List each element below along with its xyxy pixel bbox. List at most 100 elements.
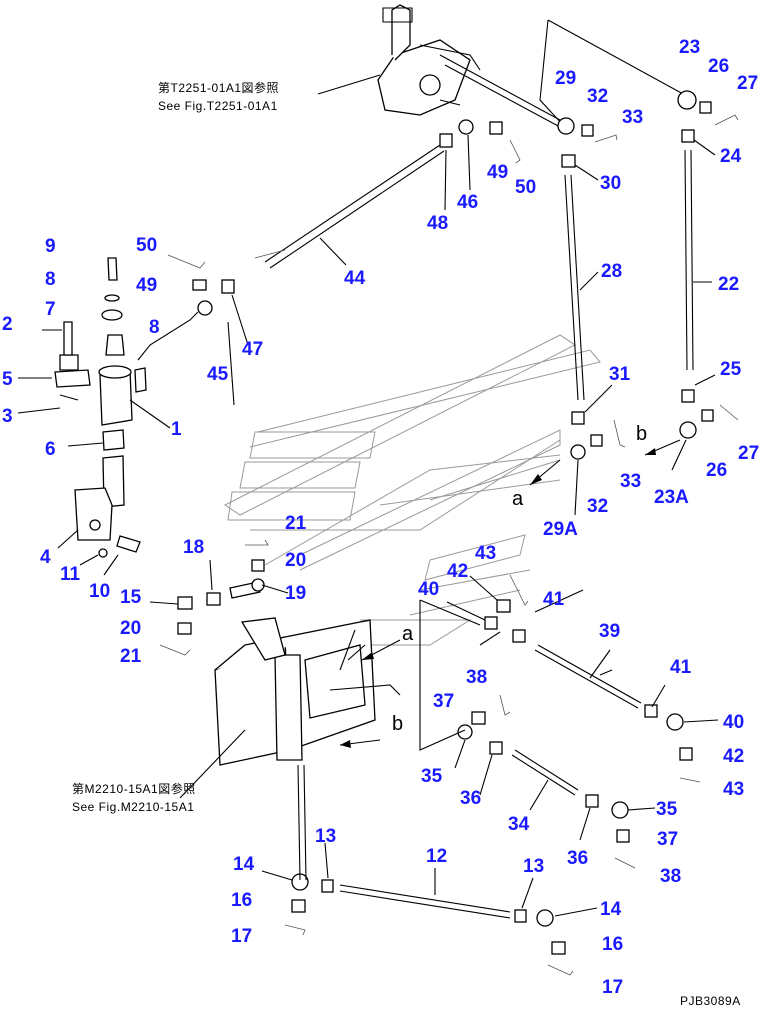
callout-33b: 33 (620, 471, 641, 492)
callout-16b: 16 (602, 934, 623, 955)
callout-10: 10 (89, 581, 110, 602)
callout-39: 39 (599, 621, 620, 642)
callout-18: 18 (183, 537, 204, 558)
callout-48: 48 (427, 213, 448, 234)
callout-24: 24 (720, 146, 742, 167)
view-mark-b-upper: b (636, 423, 647, 445)
callout-12: 12 (426, 846, 447, 867)
callout-19: 19 (285, 583, 306, 604)
callout-49b: 49 (487, 162, 508, 183)
callout-29A: 29A (543, 519, 578, 540)
callout-8b: 8 (149, 317, 160, 338)
callout-27b: 27 (738, 443, 759, 464)
callout-21a: 21 (285, 513, 307, 534)
clips (159, 114, 739, 976)
callout-41b: 41 (670, 657, 692, 678)
hardware (177, 90, 714, 955)
callout-32a: 32 (587, 86, 608, 107)
callout-29: 29 (555, 68, 576, 89)
bracket-assembly (54, 257, 199, 558)
rod-12 (339, 884, 511, 919)
lower-control-box (214, 599, 481, 881)
callout-47: 47 (242, 339, 263, 360)
cab-outline (224, 334, 601, 646)
callout-3: 3 (2, 406, 13, 427)
callout-35a: 35 (421, 766, 443, 787)
view-arrows: a b a b (339, 423, 681, 748)
callout-44: 44 (344, 268, 366, 289)
callout-16a: 16 (231, 890, 252, 911)
callout-33a: 33 (622, 107, 643, 128)
rod-22 (684, 149, 694, 371)
callout-35b: 35 (656, 799, 678, 820)
callout-20a: 20 (285, 550, 306, 571)
callouts: 1 2 3 4 5 6 7 8 8 9 10 11 12 13 13 14 14… (2, 37, 759, 998)
callout-36a: 36 (460, 788, 481, 809)
callout-13a: 13 (315, 826, 336, 847)
callout-37a: 37 (433, 691, 454, 712)
reference-notes: 第T2251-01A1図参照 See Fig.T2251-01A1 第M2210… (72, 80, 741, 1008)
ref-upper-jp: 第T2251-01A1図参照 (158, 80, 279, 95)
callout-21b: 21 (120, 646, 142, 667)
callout-5: 5 (2, 369, 13, 390)
callout-17b: 17 (602, 977, 623, 998)
callout-9: 9 (45, 236, 56, 257)
callout-7: 7 (45, 299, 56, 320)
callout-31: 31 (609, 364, 631, 385)
callout-22: 22 (718, 274, 739, 295)
ref-lower-jp: 第M2210-15A1図参照 (72, 781, 196, 796)
callout-42a: 42 (447, 561, 468, 582)
callout-1: 1 (171, 419, 182, 440)
view-mark-a-lower: a (402, 623, 414, 645)
callout-42b: 42 (723, 746, 744, 767)
callout-14b: 14 (600, 899, 622, 920)
drawing-code: PJB3089A (680, 994, 741, 1008)
callout-41a: 41 (543, 589, 565, 610)
callout-13b: 13 (523, 856, 544, 877)
callout-11: 11 (60, 564, 81, 585)
callout-20b: 20 (120, 618, 141, 639)
ref-lower-en: See Fig.M2210-15A1 (72, 800, 194, 814)
callout-46: 46 (457, 192, 478, 213)
callout-28: 28 (601, 261, 622, 282)
callout-17a: 17 (231, 926, 252, 947)
callout-25: 25 (720, 359, 742, 380)
callout-23A: 23A (654, 487, 689, 508)
callout-32b: 32 (587, 496, 608, 517)
rod-39 (534, 644, 642, 709)
view-mark-a-upper: a (512, 488, 524, 510)
callout-26b: 26 (706, 460, 727, 481)
ref-upper-en: See Fig.T2251-01A1 (158, 99, 278, 113)
callout-38a: 38 (466, 667, 487, 688)
callout-30: 30 (600, 173, 621, 194)
rod-44 (254, 144, 445, 269)
callout-14a: 14 (233, 854, 255, 875)
leader-upper (539, 19, 686, 126)
upper-control-assembly (377, 4, 561, 128)
callout-45: 45 (207, 364, 229, 385)
callout-8a: 8 (45, 269, 56, 290)
callout-50b: 50 (515, 177, 536, 198)
callout-49a: 49 (136, 275, 157, 296)
callout-4: 4 (40, 547, 51, 568)
rod-28 (564, 174, 585, 401)
callout-34: 34 (508, 814, 530, 835)
callout-2: 2 (2, 314, 13, 335)
callout-43a: 43 (475, 543, 496, 564)
callout-6: 6 (45, 439, 56, 460)
callout-37b: 37 (657, 829, 678, 850)
leader-lines (17, 74, 719, 917)
view-mark-b-lower: b (392, 713, 403, 735)
callout-26a: 26 (708, 56, 729, 77)
callout-23: 23 (679, 37, 700, 58)
callout-43b: 43 (723, 779, 744, 800)
rod-34 (511, 749, 579, 796)
callout-50a: 50 (136, 235, 157, 256)
callout-15: 15 (120, 587, 142, 608)
callout-38b: 38 (660, 866, 681, 887)
callout-27a: 27 (737, 73, 758, 94)
callout-40a: 40 (418, 579, 439, 600)
callout-40b: 40 (723, 712, 744, 733)
callout-36b: 36 (567, 848, 588, 869)
